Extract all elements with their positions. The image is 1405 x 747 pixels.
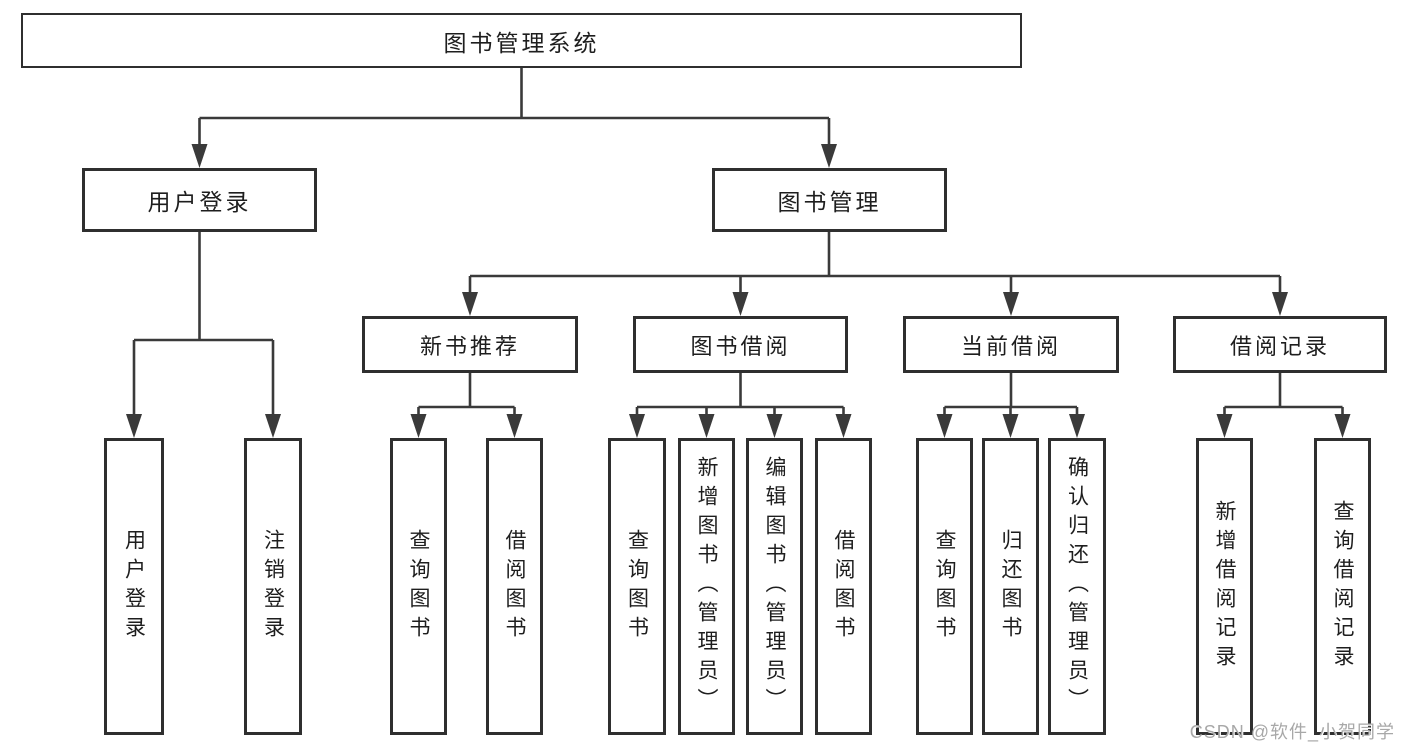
arrow-down-icon (835, 414, 852, 438)
leaf-cb-return-book-label: 归还图书 (999, 528, 1022, 645)
leaf-cb-confirm-return: 确认归还（管理员） (1048, 438, 1106, 735)
arrow-down-icon (265, 414, 281, 438)
node-new-book-rec-label: 新书推荐 (419, 333, 520, 359)
node-current-borrow-label: 当前借阅 (960, 333, 1061, 359)
arrow-down-icon (1216, 414, 1233, 438)
arrowheads (126, 144, 1351, 438)
leaf-nbr-query-book: 查询图书 (390, 438, 447, 735)
arrow-down-icon (1003, 292, 1019, 316)
node-root-label: 图书管理系统 (443, 29, 600, 56)
node-root: 图书管理系统 (21, 13, 1022, 68)
leaf-user-login: 用户登录 (104, 438, 164, 735)
arrow-down-icon (1334, 414, 1351, 438)
leaf-br-query-record: 查询借阅记录 (1314, 438, 1371, 735)
arrow-down-icon (1002, 414, 1019, 438)
node-user-login: 用户登录 (82, 168, 317, 232)
arrow-down-icon (698, 414, 715, 438)
node-new-book-rec: 新书推荐 (362, 316, 578, 373)
leaf-bb-query-book: 查询图书 (608, 438, 666, 735)
leaf-nbr-query-book-label: 查询图书 (407, 528, 430, 645)
node-book-borrow: 图书借阅 (633, 316, 848, 373)
leaf-bb-borrow-book-label: 借阅图书 (832, 528, 855, 645)
leaf-logout-label: 注销登录 (261, 528, 285, 645)
leaf-nbr-borrow-book: 借阅图书 (486, 438, 543, 735)
arrow-down-icon (936, 414, 953, 438)
leaf-br-add-record-label: 新增借阅记录 (1213, 499, 1236, 674)
arrow-down-icon (821, 144, 837, 168)
arrow-down-icon (766, 414, 783, 438)
node-user-login-label: 用户登录 (147, 189, 252, 215)
leaf-bb-borrow-book: 借阅图书 (815, 438, 872, 735)
watermark: CSDN @软件_小贺同学 (1189, 722, 1395, 742)
leaf-bb-add-book-label: 新增图书（管理员） (695, 456, 718, 717)
leaf-cb-confirm-return-label: 确认归还（管理员） (1065, 456, 1089, 717)
leaf-logout: 注销登录 (244, 438, 302, 735)
arrow-down-icon (462, 292, 478, 316)
node-book-borrow-label: 图书借阅 (690, 333, 791, 359)
arrow-down-icon (1069, 414, 1085, 438)
node-book-mgmt-label: 图书管理 (777, 189, 882, 215)
leaf-br-query-record-label: 查询借阅记录 (1331, 499, 1354, 674)
leaf-br-add-record: 新增借阅记录 (1196, 438, 1253, 735)
arrow-down-icon (629, 414, 645, 438)
leaf-cb-query-book: 查询图书 (916, 438, 973, 735)
leaf-bb-add-book: 新增图书（管理员） (678, 438, 735, 735)
node-book-mgmt: 图书管理 (712, 168, 947, 232)
leaf-user-login-label: 用户登录 (122, 528, 146, 645)
arrow-down-icon (732, 292, 749, 316)
arrow-down-icon (506, 414, 523, 438)
leaf-bb-query-book-label: 查询图书 (625, 528, 649, 645)
node-borrow-record: 借阅记录 (1173, 316, 1387, 373)
arrow-down-icon (1272, 292, 1288, 316)
node-current-borrow: 当前借阅 (903, 316, 1119, 373)
node-borrow-record-label: 借阅记录 (1229, 333, 1330, 359)
leaf-nbr-borrow-book-label: 借阅图书 (503, 528, 526, 645)
leaf-bb-edit-book-label: 编辑图书（管理员） (763, 456, 786, 717)
leaf-bb-edit-book: 编辑图书（管理员） (746, 438, 803, 735)
arrow-down-icon (126, 414, 142, 438)
leaf-cb-return-book: 归还图书 (982, 438, 1039, 735)
leaf-cb-query-book-label: 查询图书 (933, 528, 956, 645)
arrow-down-icon (410, 414, 427, 438)
arrow-down-icon (191, 144, 208, 168)
